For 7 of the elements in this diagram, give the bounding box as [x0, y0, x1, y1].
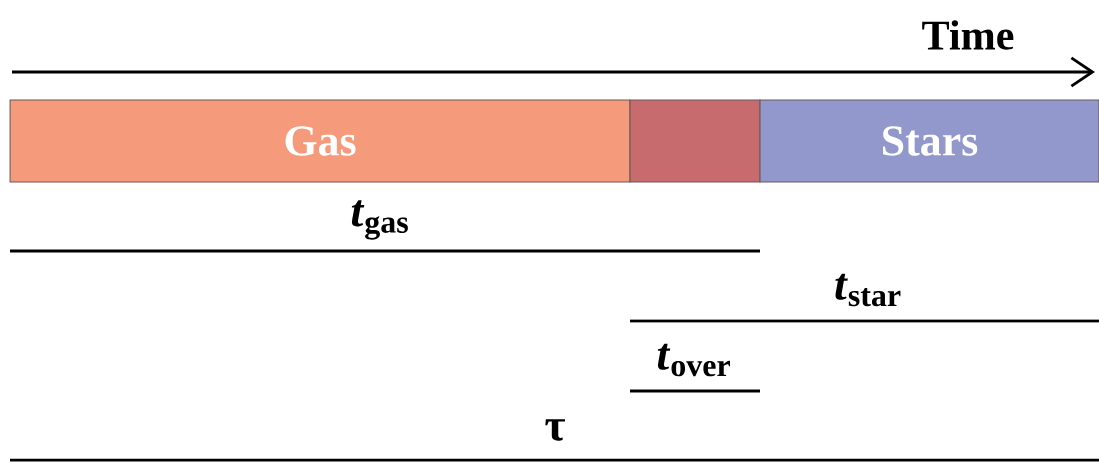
duration-label: τ	[545, 419, 565, 441]
duration-label: t$_{star}$	[835, 273, 901, 307]
axis-label: Time	[922, 20, 1014, 50]
stage-bar: Stars	[759, 99, 1099, 183]
stage-bar: Gas	[9, 99, 631, 183]
duration-label: t$_{over}$	[657, 343, 730, 377]
overlap-bar	[629, 99, 761, 183]
